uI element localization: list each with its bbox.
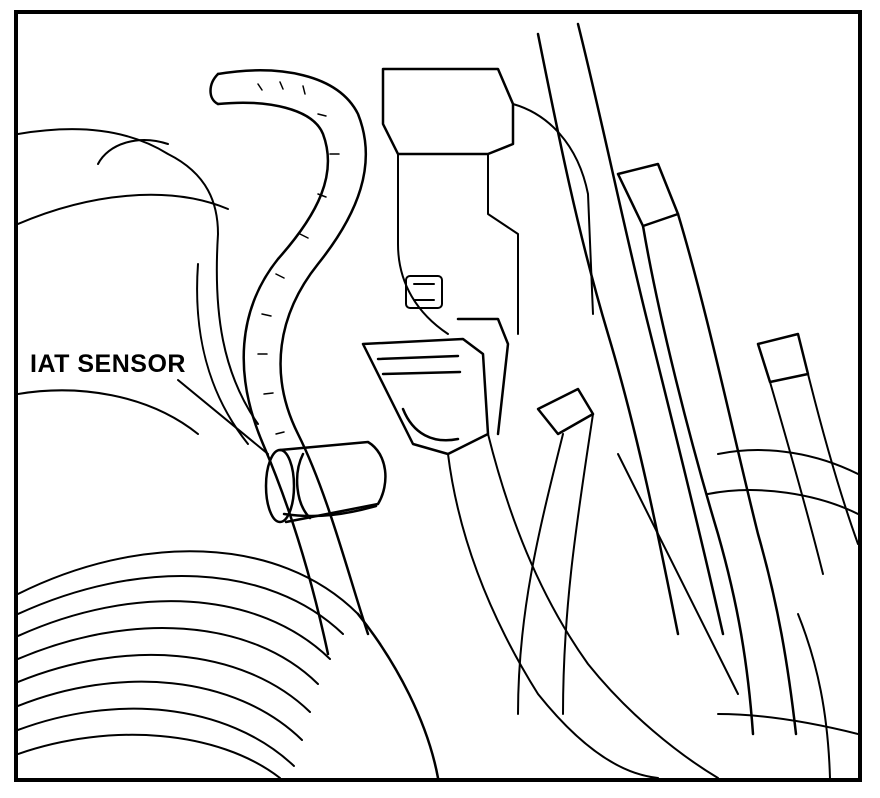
wiring-hose: [211, 70, 369, 654]
callout-leader-line: [178, 380, 268, 454]
upper-left-housing: [18, 129, 258, 444]
central-bracket-block: [383, 69, 593, 334]
engine-bay-line-drawing: [18, 14, 858, 778]
right-lower-housing: [708, 450, 858, 778]
lower-hoses: [448, 389, 738, 778]
air-intake-duct: [18, 551, 438, 778]
diagram-frame: IAT SENSOR: [14, 10, 862, 782]
right-vertical-hoses: [538, 24, 858, 734]
iat-sensor-callout-label: IAT SENSOR: [28, 350, 188, 379]
iat-sensor-connector: [363, 319, 508, 454]
iat-sensor-body: [266, 442, 385, 522]
